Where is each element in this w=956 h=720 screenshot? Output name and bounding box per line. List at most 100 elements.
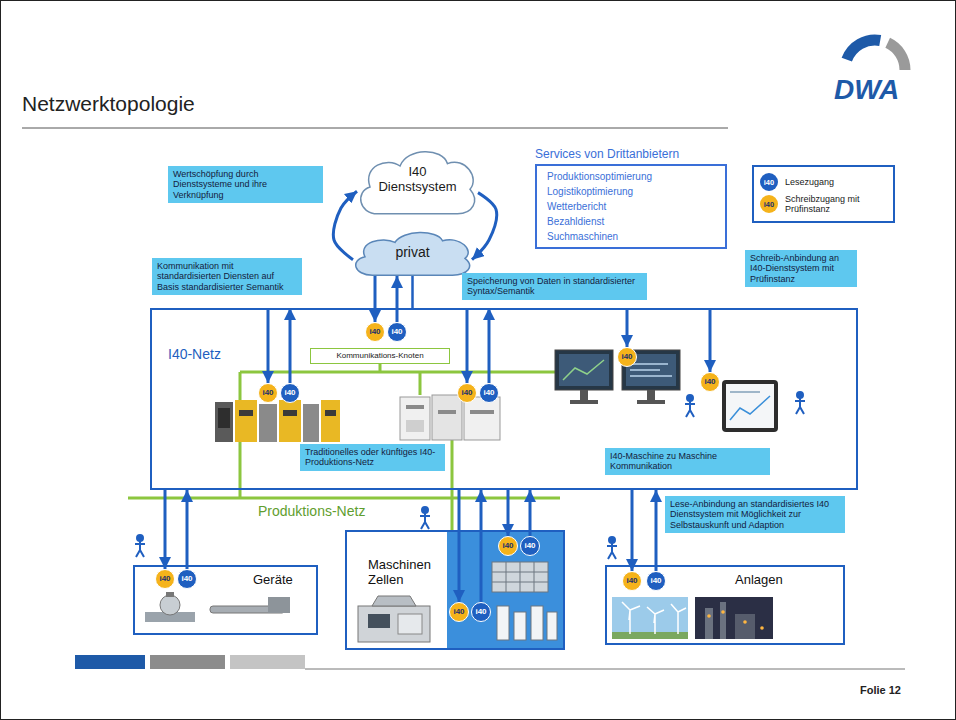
access-badge: i40 [479,383,499,403]
slide-number: Folie 12 [860,684,901,696]
person-icon [422,507,428,513]
legend-row: i40 Lesezugang [760,173,887,191]
controller-illustration [400,397,430,440]
footer-bar [75,655,905,669]
area-label: Anlagen [735,573,783,588]
badge-text: i40 [650,577,661,585]
connector-arrow [374,276,377,322]
production-network-line [128,364,560,530]
badge-text: i40 [704,378,715,386]
plc-illustration [303,404,319,442]
list-item: Bezahldienst [547,214,715,229]
connector-arrow [289,308,292,383]
badge-circle [156,570,175,589]
callout-text: Schreib-Anbindung an I40-Dienstsystem mi… [750,253,852,284]
badge-text: i40 [764,200,774,209]
callout-box: Traditionelles oder künftiges I40-Produk… [300,444,445,471]
plc-illustration [279,400,301,442]
badge-text: i40 [262,389,273,397]
plc-illustration [259,404,277,442]
access-badge: i40 [646,571,666,591]
person-icon [795,398,805,414]
legend-swatch: i40 [760,195,778,213]
callout-text: Wertschöpfung durch Dienstsysteme und ih… [173,169,318,200]
monitor-illustration [580,390,588,400]
badge-circle [450,603,469,622]
person-icon [685,395,695,417]
connector-arrow [480,490,483,602]
machine-cell-illustration [514,612,526,640]
connector-arrow [709,308,712,372]
badge-circle [480,384,499,403]
machine-cell-illustration [547,612,557,640]
access-badge: i40 [700,372,720,392]
badge-text: i40 [391,328,402,336]
production-network-line [128,364,560,530]
plant-group-box: Anlageni40i40 [605,565,845,645]
badge-text: i40 [461,389,472,397]
logo-arc [847,40,905,70]
legend-text: Schreibzugang mit Prüfinstanz [785,194,887,215]
connector-arrow [631,490,634,571]
legend-swatch: i40 [760,173,778,191]
device-group-box: Gerätei40i40 [133,565,318,635]
plant-illustration [695,597,773,639]
logo-arc [847,40,880,60]
monitor-illustration [637,400,665,404]
badge-text: i40 [369,328,380,336]
tablet-illustration [726,384,774,428]
field-device-illustration [166,592,174,597]
monitor-illustration [555,350,613,390]
plc-illustration [235,400,257,442]
monitor-illustration [570,400,598,404]
plant-illustration [743,620,747,624]
logo-text-box: DWA [834,74,899,106]
person-icon [795,392,805,414]
connector-arrow [458,490,461,602]
person-icon [420,513,430,529]
area-label: I40-Netz [168,346,221,362]
cloud-label: I40 Dienstsystem [370,165,465,195]
legend-box: i40Lesezugangi40Schreibzugang mit Prüfin… [752,165,895,223]
access-badge: i40 [155,569,175,589]
connector-arrow [655,490,658,571]
access-badge: i40 [258,383,278,403]
cloud-outline [361,152,475,214]
footer-bar [230,655,305,669]
connector-arrow [488,308,491,383]
logo-arc [888,43,905,70]
person-icon [797,392,803,398]
person-icon [607,543,617,559]
plant-illustration [622,602,686,634]
list-item: Logistikoptimierung [547,184,715,199]
access-badge: i40 [617,347,637,367]
connector-arrow [626,308,629,347]
badge-circle [701,373,720,392]
person-icon [135,535,145,557]
field-device-illustration [268,597,290,613]
slide-title-box: Netzwerktopologie [22,92,195,116]
slide-number-box: Folie 12 [860,684,901,696]
controller-illustration [406,405,424,409]
access-badge: i40 [498,536,518,556]
badge-circle [618,348,637,367]
machine-cell-illustration [531,606,543,640]
list-item: Wetterbericht [547,199,715,214]
footer-bar [305,669,905,670]
person-icon [135,541,145,557]
slide-title: Netzwerktopologie [22,92,195,116]
callout-text: Traditionelles oder künftiges I40-Produk… [305,447,440,468]
legend-text: Lesezugang [785,177,834,187]
monitor-illustration [563,360,604,380]
service-cloud: I40 Dienstsystem [355,145,480,215]
footer-bar [75,655,145,669]
plc-illustration [215,402,233,442]
person-icon [607,537,617,559]
badge-circle [458,384,477,403]
access-badge: i40 [387,322,407,342]
badge-text: i40 [764,178,774,187]
badge-text: i40 [621,353,632,361]
machine-cell-illustration [368,614,390,628]
badge-text: i40 [524,542,535,550]
footer-bar [150,655,225,669]
